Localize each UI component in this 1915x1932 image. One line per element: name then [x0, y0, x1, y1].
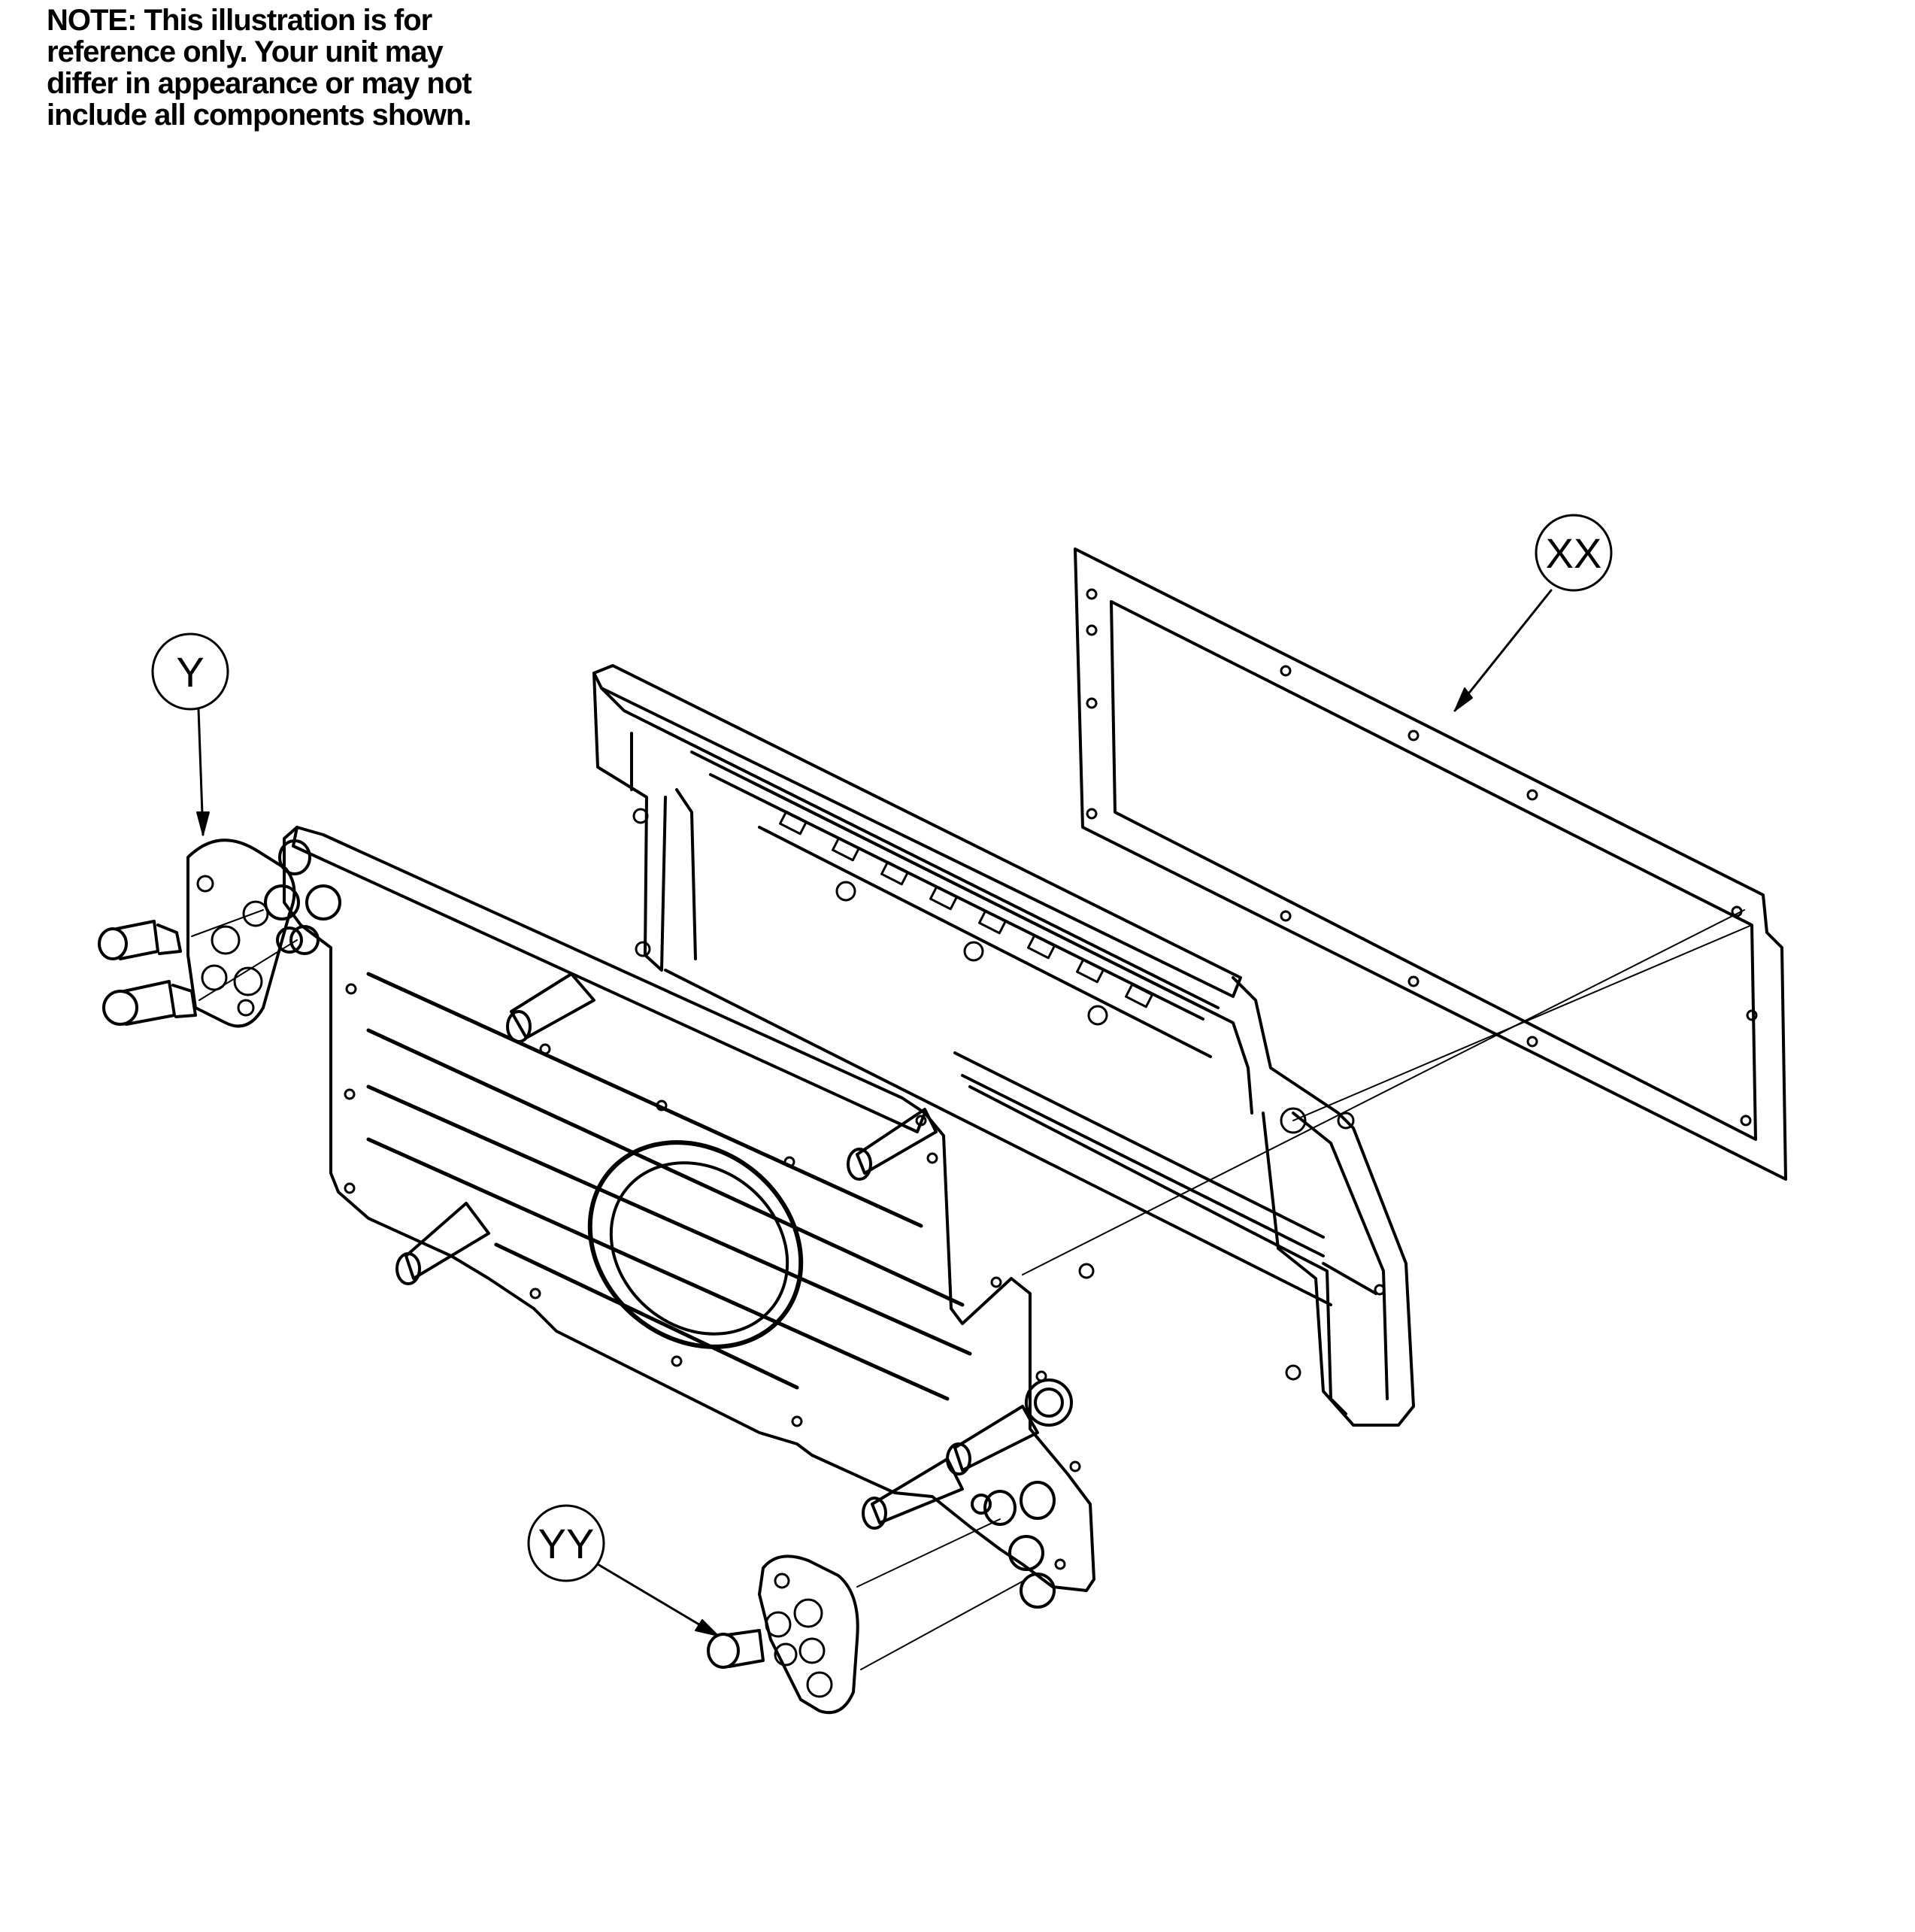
housing-bottom-rail	[953, 1051, 1347, 1415]
note-line-2: reference only. Your unit may	[47, 35, 444, 68]
front-plate-standoffs	[395, 972, 1039, 1530]
housing-right-end	[1232, 976, 1415, 1427]
note-line-1: NOTE: This illustration is for	[47, 4, 432, 37]
bracket-yy-leader-lines	[856, 1518, 1027, 1670]
callout-yy	[527, 1504, 720, 1637]
rear-housing-part	[592, 664, 1415, 1427]
reference-note: NOTE: This illustration is for reference…	[47, 5, 573, 131]
housing-top-rail-inner	[600, 687, 1220, 1009]
callout-xx-label: XX	[1546, 529, 1602, 577]
gasket-inner-edge	[1110, 600, 1757, 1141]
bracket-yy-outline	[758, 1554, 859, 1715]
housing-top-rail	[592, 664, 1242, 998]
gasket-part	[1074, 547, 1787, 1181]
gasket-outer-edge	[1074, 547, 1787, 1181]
bracket-y-part	[98, 839, 298, 1028]
front-plate-top-lip	[292, 826, 926, 1133]
housing-right-end-inner	[1292, 1112, 1389, 1400]
front-plate-part	[264, 826, 1095, 1609]
front-plate-holes	[344, 983, 1081, 1570]
front-plate-posts-top	[264, 839, 341, 955]
bracket-yy-part	[707, 1518, 1027, 1715]
housing-left-post-inner	[630, 732, 697, 960]
bracket-yy-screw	[707, 1629, 765, 1669]
front-plate-outline	[283, 826, 1095, 1592]
housing-inner-channel	[690, 751, 1253, 1115]
housing-slot-rail	[750, 781, 1220, 1058]
front-plate-posts-bottom	[971, 1481, 1056, 1609]
bracket-y-holes	[196, 875, 269, 1017]
callout-y	[151, 632, 229, 836]
front-plate-ribs	[366, 972, 972, 1401]
bracket-y-outline	[186, 839, 296, 1028]
assembly-alignment-lines	[1022, 909, 1753, 1275]
housing-left-post	[592, 672, 667, 972]
callout-xx	[1453, 514, 1613, 712]
callout-y-label: Y	[176, 648, 204, 696]
note-line-3: differ in appearance or may not	[47, 67, 472, 100]
front-plate-boss	[1025, 1378, 1073, 1427]
bracket-y-screws	[98, 920, 197, 1026]
bracket-y-leader-lines	[191, 909, 298, 1001]
callout-yy-label: YY	[538, 1520, 595, 1567]
note-line-4: include all components shown.	[47, 99, 471, 132]
housing-slots	[779, 810, 1153, 1008]
housing-mount-holes	[632, 808, 1386, 1381]
gasket-bolt-holes	[1086, 588, 1758, 1127]
bracket-yy-holes	[765, 1573, 833, 1698]
front-plate-oval-window	[587, 1140, 804, 1349]
housing-long-edge	[664, 969, 1332, 1306]
